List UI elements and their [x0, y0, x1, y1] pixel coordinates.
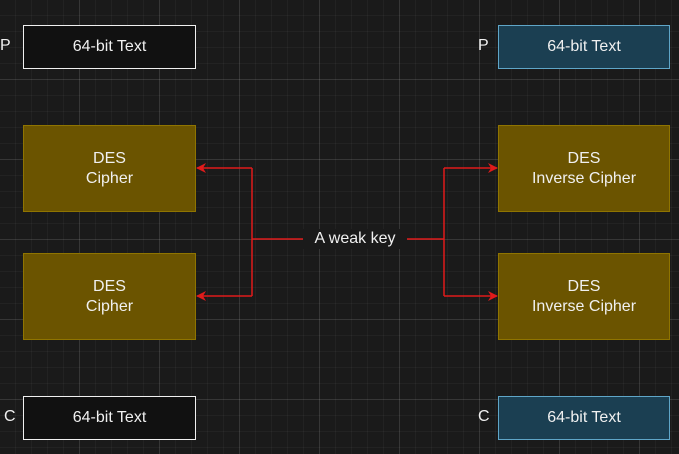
left-des-cipher-bottom[interactable]: DES Cipher — [23, 253, 196, 340]
weak-key-label[interactable]: A weak key — [303, 229, 407, 249]
right-cipher-top-line2: Inverse Cipher — [531, 169, 637, 187]
right-plaintext-text: 64-bit Text — [547, 38, 621, 55]
right-cipher-bottom-line1: DES — [567, 277, 601, 295]
left-des-cipher-top[interactable]: DES Cipher — [23, 125, 196, 212]
left-cipher-bottom-line2: Cipher — [85, 297, 134, 315]
left-cipher-bottom-line1: DES — [93, 277, 126, 295]
left-cipher-top-line1: DES — [93, 149, 126, 167]
left-ciphertext-text: 64-bit Text — [72, 409, 147, 426]
right-plaintext-box[interactable]: 64-bit Text — [498, 25, 670, 69]
right-plaintext-side-label: P — [478, 37, 489, 54]
right-ciphertext-box[interactable]: 64-bit Text — [498, 396, 670, 440]
right-des-inverse-cipher-bottom[interactable]: DES Inverse Cipher — [498, 253, 670, 340]
right-ciphertext-text: 64-bit Text — [547, 409, 621, 426]
right-cipher-bottom-line2: Inverse Cipher — [531, 297, 637, 315]
left-cipher-top-line2: Cipher — [85, 169, 134, 187]
right-ciphertext-side-label: C — [478, 408, 490, 425]
left-ciphertext-side-label: C — [4, 408, 16, 425]
right-des-inverse-cipher-top[interactable]: DES Inverse Cipher — [498, 125, 670, 212]
left-ciphertext-box[interactable]: 64-bit Text — [23, 396, 196, 440]
right-cipher-top-line1: DES — [567, 149, 601, 167]
left-plaintext-box[interactable]: 64-bit Text — [23, 25, 196, 69]
left-plaintext-text: 64-bit Text — [72, 38, 147, 55]
left-plaintext-side-label: P — [0, 37, 11, 54]
